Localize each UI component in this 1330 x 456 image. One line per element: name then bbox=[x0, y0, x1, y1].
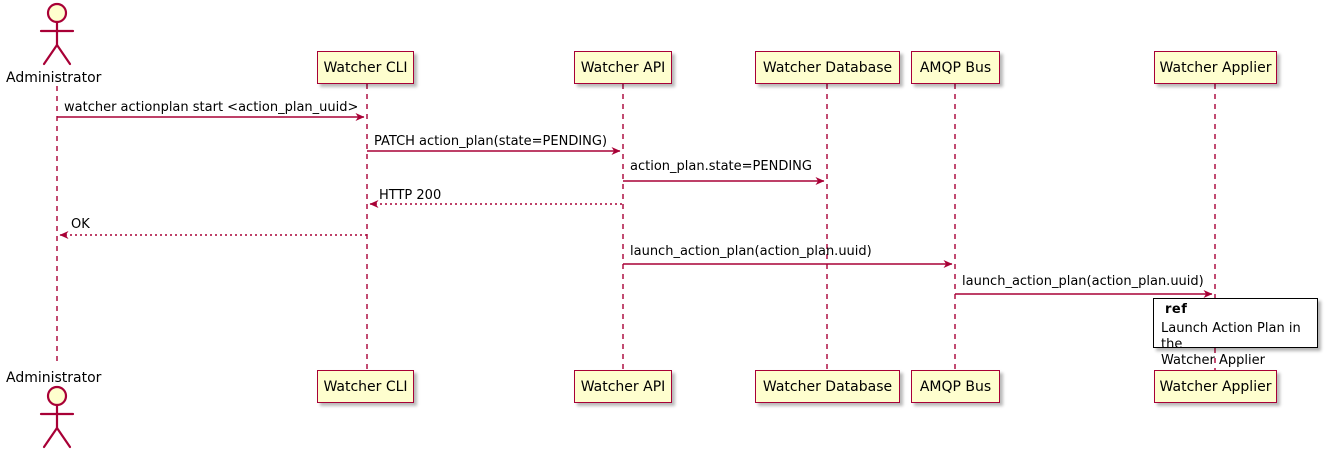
message-label-2-text: PATCH action_plan(state=PENDING) bbox=[374, 134, 608, 149]
participant-label-watcher-cli-bottom: Watcher CLI bbox=[323, 378, 408, 395]
message-label-4-text: HTTP 200 bbox=[379, 188, 442, 203]
participant-box-watcher-api-top[interactable]: Watcher API bbox=[574, 51, 672, 84]
message-label-5: OK bbox=[71, 218, 90, 231]
message-label-4: HTTP 200 bbox=[379, 189, 441, 202]
actor-label-administrator-bottom: Administrator bbox=[6, 370, 101, 386]
participant-label-watcher-applier-top: Watcher Applier bbox=[1159, 59, 1272, 76]
actor-figure-administrator-bottom bbox=[39, 385, 75, 449]
actor-label-administrator-top-text: Administrator bbox=[6, 70, 102, 86]
actor-figure-administrator-top bbox=[39, 2, 75, 66]
participant-box-amqp-bus-bottom[interactable]: AMQP Bus bbox=[911, 370, 1000, 403]
participant-box-watcher-applier-bottom[interactable]: Watcher Applier bbox=[1154, 370, 1277, 403]
participant-box-watcher-cli-bottom[interactable]: Watcher CLI bbox=[317, 370, 414, 403]
ref-frame[interactable]: ref Launch Action Plan in the Watcher Ap… bbox=[1153, 298, 1318, 368]
participant-box-amqp-bus-top[interactable]: AMQP Bus bbox=[911, 51, 1000, 84]
participant-label-watcher-database-bottom: Watcher Database bbox=[762, 378, 893, 395]
participant-label-amqp-bus-bottom: AMQP Bus bbox=[919, 378, 992, 395]
actor-label-administrator-top: Administrator bbox=[6, 70, 101, 86]
ref-frame-body-line-2: Watcher Applier bbox=[1161, 353, 1265, 368]
ref-frame-tab-label: ref bbox=[1165, 302, 1188, 317]
message-label-5-text: OK bbox=[71, 217, 90, 232]
participant-box-watcher-cli-top[interactable]: Watcher CLI bbox=[317, 51, 414, 84]
message-label-3: action_plan.state=PENDING bbox=[630, 160, 812, 173]
participant-box-watcher-database-bottom[interactable]: Watcher Database bbox=[755, 370, 900, 403]
message-label-1-text: watcher actionplan start <action_plan_uu… bbox=[64, 100, 359, 115]
participant-label-watcher-api-bottom: Watcher API bbox=[580, 378, 666, 395]
participant-label-amqp-bus-top: AMQP Bus bbox=[919, 59, 992, 76]
participant-label-watcher-database-top: Watcher Database bbox=[762, 59, 893, 76]
message-label-6: launch_action_plan(action_plan.uuid) bbox=[630, 245, 872, 258]
participant-box-watcher-api-bottom[interactable]: Watcher API bbox=[574, 370, 672, 403]
actor-label-administrator-bottom-text: Administrator bbox=[6, 370, 102, 386]
participant-label-watcher-api-top: Watcher API bbox=[580, 59, 666, 76]
message-label-7: launch_action_plan(action_plan.uuid) bbox=[962, 275, 1204, 288]
message-label-2: PATCH action_plan(state=PENDING) bbox=[374, 135, 607, 148]
participant-label-watcher-cli-top: Watcher CLI bbox=[323, 59, 408, 76]
ref-frame-body-line-1: Launch Action Plan in the bbox=[1161, 321, 1301, 352]
message-label-3-text: action_plan.state=PENDING bbox=[630, 159, 812, 174]
participant-label-watcher-applier-bottom: Watcher Applier bbox=[1159, 378, 1272, 395]
message-label-6-text: launch_action_plan(action_plan.uuid) bbox=[630, 244, 872, 259]
message-label-7-text: launch_action_plan(action_plan.uuid) bbox=[962, 274, 1204, 289]
message-label-1: watcher actionplan start <action_plan_uu… bbox=[64, 101, 358, 114]
participant-box-watcher-database-top[interactable]: Watcher Database bbox=[755, 51, 900, 84]
ref-frame-body: Launch Action Plan in the Watcher Applie… bbox=[1161, 321, 1313, 369]
participant-box-watcher-applier-top[interactable]: Watcher Applier bbox=[1154, 51, 1277, 84]
ref-frame-tab bbox=[1154, 299, 1228, 319]
